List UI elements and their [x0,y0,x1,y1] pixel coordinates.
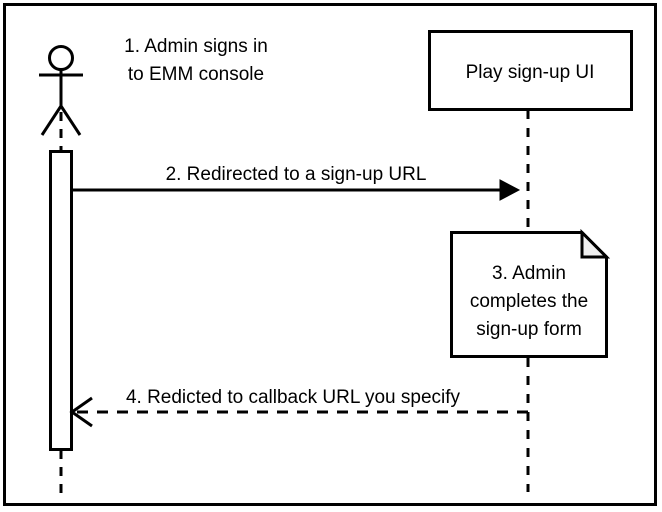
message-1-label-line2: to EMM console [128,64,264,85]
message-4-label: 4. Redicted to callback URL you specify [126,387,461,408]
message-2-label: 2. Redirected to a sign-up URL [166,164,427,185]
note-text-line3: sign-up form [476,319,582,340]
actor-leg-left-line [40,105,63,136]
activation-bar-admin [49,150,73,451]
message-4-arrowhead [69,396,93,428]
note-text-line2: completes the [470,291,588,312]
message-1-label-line1: 1. Admin signs in [124,36,268,57]
note-admin-completes-form: 3. Admin completes the sign-up form [450,228,611,358]
message-2-arrowhead [499,179,521,201]
note-text-line1: 3. Admin [492,263,566,284]
participant-label-play-signup-ui: Play sign-up UI [466,62,595,83]
note-fold-corner-shape [580,228,611,259]
actor-head-icon [48,45,74,71]
actor-leg-right-line [59,105,82,136]
participant-box-play-signup-ui[interactable] [428,30,633,111]
note-body-shape [450,231,608,358]
actor-admin [39,45,83,136]
